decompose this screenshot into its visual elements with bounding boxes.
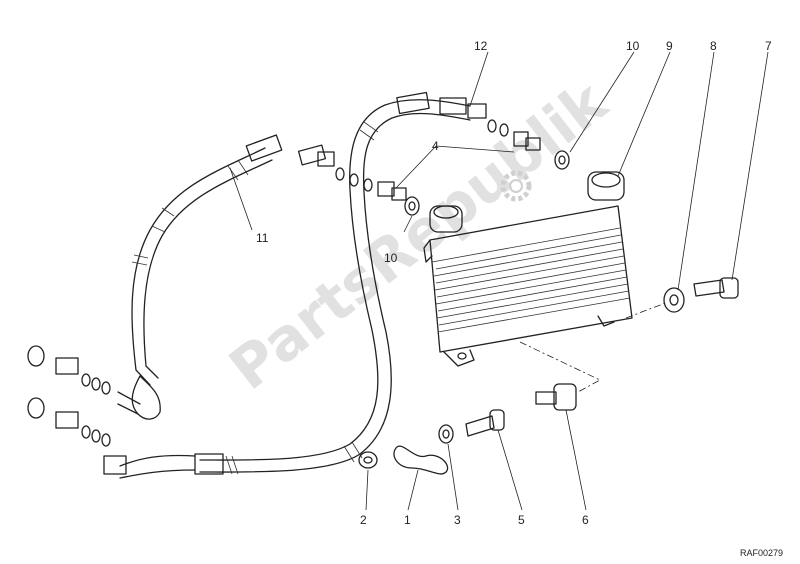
watermark: PartsRepublik xyxy=(217,67,621,403)
drawing-reference: RAF00279 xyxy=(740,548,783,558)
callout-7: 7 xyxy=(765,39,772,53)
callout-3: 3 xyxy=(454,513,461,527)
callout-11: 11 xyxy=(256,231,269,245)
hose-12 xyxy=(103,91,471,479)
callout-8: 8 xyxy=(710,39,717,53)
callout-6: 6 xyxy=(582,513,589,527)
assembly-lines xyxy=(519,301,669,393)
leader-lines xyxy=(229,51,769,511)
fittings xyxy=(27,103,570,447)
hose-11 xyxy=(117,134,335,420)
small-parts xyxy=(358,277,739,475)
callout-labels: 12 10 9 8 7 4 10 11 2 1 3 5 6 xyxy=(256,39,772,527)
watermark-gear-icon xyxy=(500,170,532,202)
oil-cooler xyxy=(423,171,633,367)
callout-12: 12 xyxy=(474,39,488,53)
callout-10-lower: 10 xyxy=(384,251,398,265)
callout-2: 2 xyxy=(360,513,367,527)
callout-5: 5 xyxy=(518,513,525,527)
watermark-text: PartsRepublik xyxy=(217,67,621,403)
callout-9: 9 xyxy=(666,39,673,53)
callout-10-upper: 10 xyxy=(626,39,640,53)
callout-4: 4 xyxy=(432,139,439,153)
callout-1: 1 xyxy=(404,513,411,527)
